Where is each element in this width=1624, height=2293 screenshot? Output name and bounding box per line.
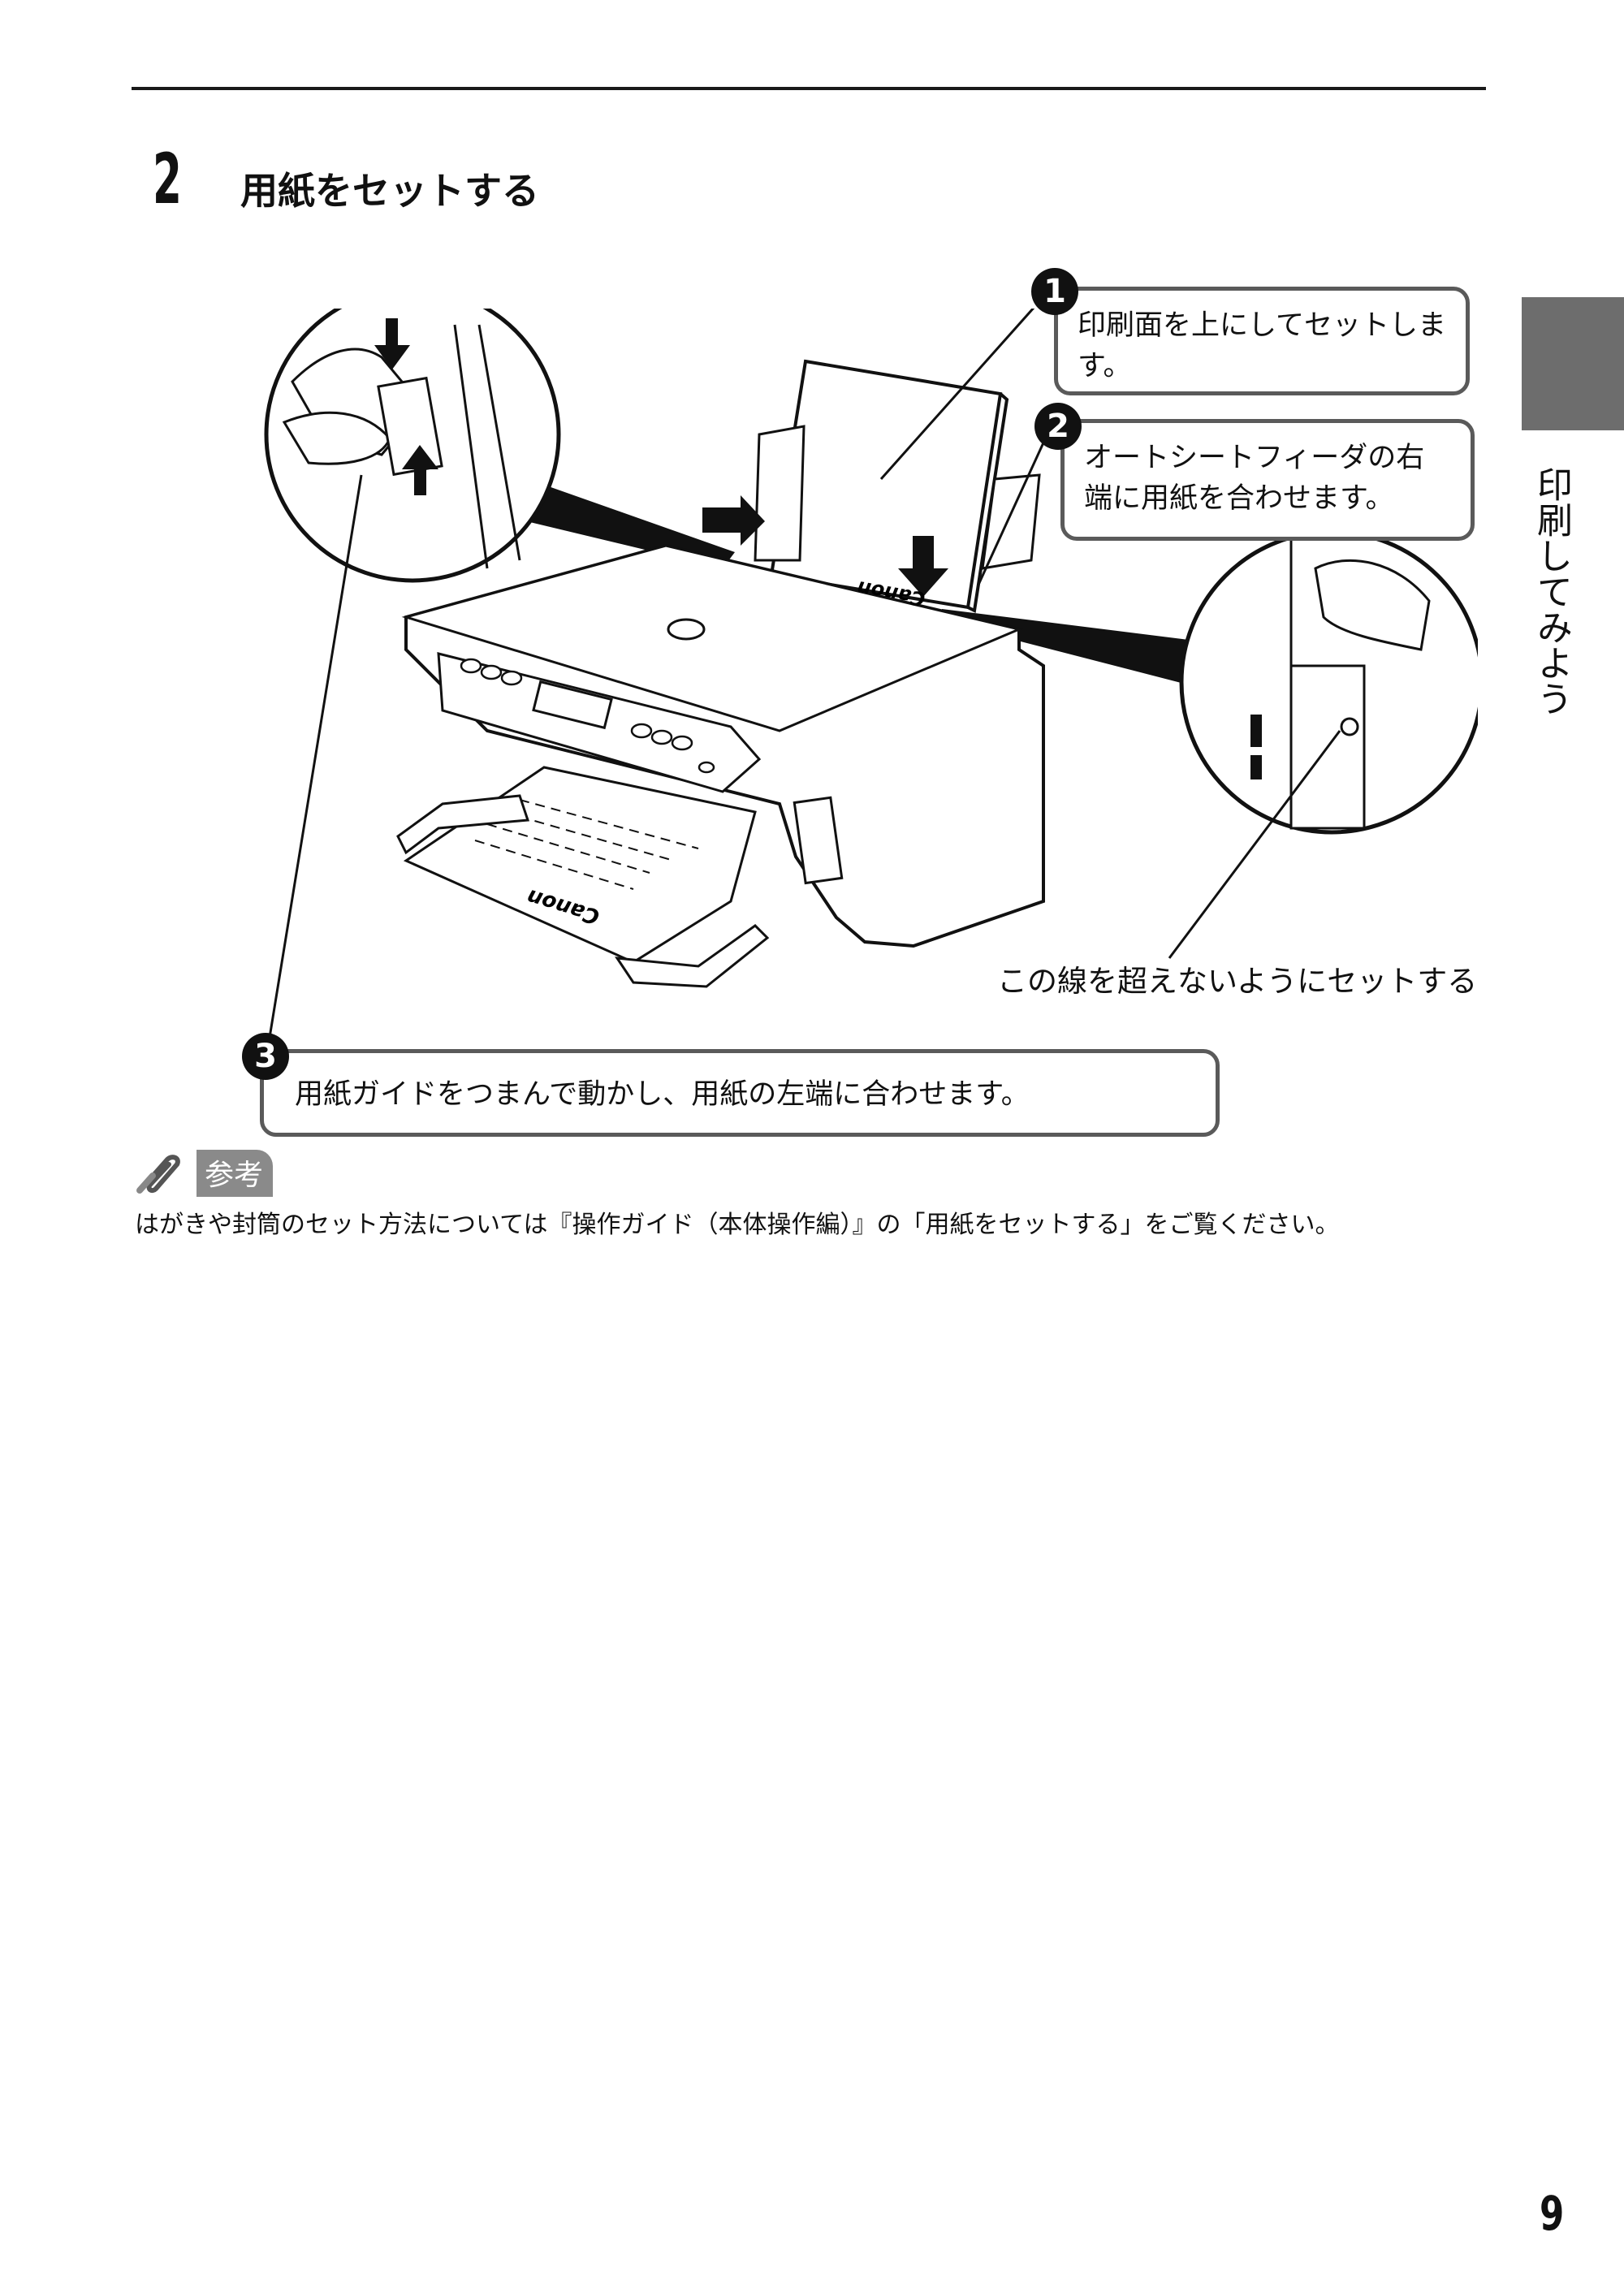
callout-3: 用紙ガイドをつまんで動かし、用紙の左端に合わせます。 xyxy=(260,1049,1220,1137)
callout-3-text: 用紙ガイドをつまんで動かし、用紙の左端に合わせます。 xyxy=(295,1078,1030,1111)
paper-stack xyxy=(769,359,1003,610)
callout-2-text: オートシートフィーダの右端に用紙を合わせます。 xyxy=(1084,442,1425,515)
leader-1 xyxy=(879,309,1035,480)
output-paper xyxy=(403,766,757,964)
chapter-title: 印刷してみよう xyxy=(1531,466,1572,716)
callout-1: 印刷面を上にしてセットします。 xyxy=(1054,287,1470,395)
leader-line-limit xyxy=(1168,730,1341,959)
step-number: 2 xyxy=(153,139,182,220)
chapter-tab xyxy=(1522,297,1624,430)
zoom-wedge-left xyxy=(520,479,735,568)
output-tray xyxy=(396,794,530,855)
callout-2-badge: 2 xyxy=(1034,403,1082,450)
step-title: 用紙をセットする xyxy=(240,169,539,213)
note-label: 参考 xyxy=(197,1150,274,1197)
down-arrow-icon xyxy=(898,536,948,597)
leader-2 xyxy=(977,430,1051,585)
paper-support xyxy=(754,425,806,562)
callout-1-text: 印刷面を上にしてセットします。 xyxy=(1078,309,1446,382)
page-number: 9 xyxy=(1540,2186,1565,2241)
leader-3 xyxy=(268,474,363,1039)
callout-2: オートシートフィーダの右端に用紙を合わせます。 xyxy=(1060,419,1475,541)
header-rule xyxy=(132,87,1486,90)
callout-1-badge: 1 xyxy=(1031,268,1078,315)
zoom-feeder-edge xyxy=(1179,529,1478,835)
push-arrow-icon xyxy=(702,495,765,546)
note-text: はがきや封筒のセット方法については『操作ガイド（本体操作編）』の「用紙をセットす… xyxy=(135,1211,1340,1239)
paperclip-icon xyxy=(136,1155,180,1194)
callout-3-badge: 3 xyxy=(242,1033,289,1080)
note-heading: 参考 xyxy=(135,1150,274,1197)
limit-line-label: この線を超えないようにセットする xyxy=(997,964,1478,999)
printer-illustration: Canon Canon xyxy=(264,309,1478,1039)
zoom-paper-guide xyxy=(264,309,561,583)
